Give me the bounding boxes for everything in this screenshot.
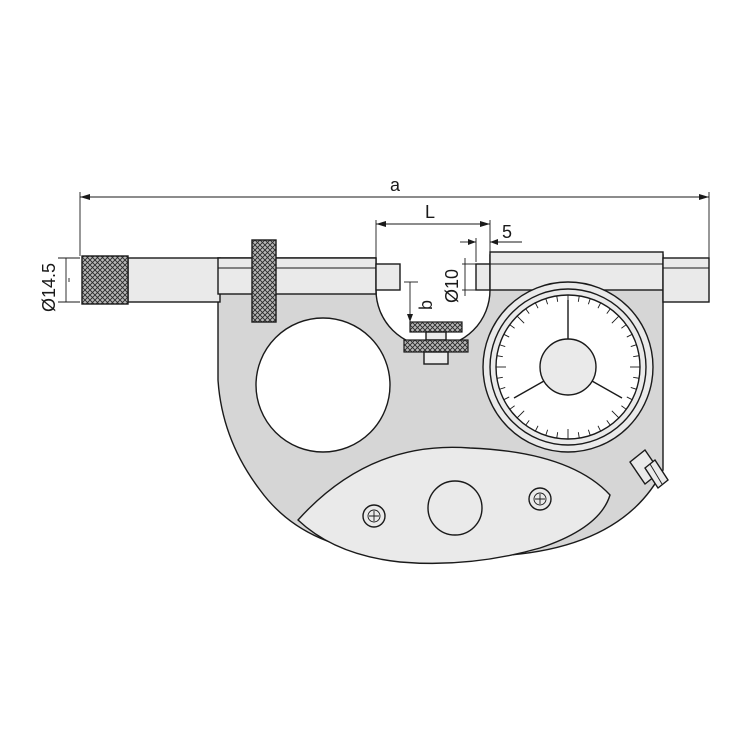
dimension-a-label: a [390,175,401,195]
spindle-bar [127,257,221,303]
dial-tick [545,429,549,436]
spindle-tip [375,263,401,291]
dial-ticks [496,295,640,439]
dimension-l-label: L [425,202,435,222]
depth-adjuster [403,321,469,365]
dial-tick [633,376,640,379]
dial-tick [499,386,506,390]
dimension-offset: 5 [460,222,522,262]
dial-tick [516,315,525,324]
dial-tick [509,324,515,329]
dial-tick [516,410,525,419]
dial-tick [630,386,637,390]
dial-tick [611,410,620,419]
dial-tick [525,308,530,314]
dial-tick [577,295,580,302]
dial-tick [626,333,633,338]
lock-ring [251,239,277,323]
anvil-tip [475,263,491,291]
release-button [629,448,669,490]
dial-tick [534,302,539,309]
dial-tick [556,432,559,439]
knurled-thimble [81,255,129,305]
phillips-screw-icon [362,504,386,528]
dimension-b-label: b [416,300,436,310]
dial-tick [577,432,580,439]
dial-tick [621,324,627,329]
dial-tick [534,425,539,432]
dial-tick [499,344,506,348]
dial-pointer-right [591,380,623,399]
dial-tick [606,308,611,314]
dimension-l: L [375,202,491,262]
dial-tick [626,396,633,401]
dial-tick [545,298,549,305]
dial-tick [630,344,637,348]
dimension-sleeve-diameter: Ø14.5 [39,257,80,312]
dial-hub [539,338,597,396]
dial-tick [556,295,559,302]
right-rod [662,257,710,303]
dial-tick [633,355,640,358]
dial-tick [606,420,611,426]
dial-tick [503,396,510,401]
dial-tick [525,420,530,426]
dial-tick [503,333,510,338]
dial-pointer-left [513,380,545,399]
phillips-screw-icon [528,487,552,511]
dimension-b: b [404,281,436,322]
center-plug [427,480,483,536]
dimension-anvil-diameter: Ø10 [442,258,476,303]
dial-ring [489,288,647,446]
dial-tick [587,298,591,305]
dimension-sleeve-diameter-label: Ø14.5 [39,263,59,312]
dial-tick [621,405,627,410]
dial-tick [509,405,515,410]
dimension-a: a [79,175,710,258]
dial-tick [496,376,503,379]
dial-tick [496,355,503,358]
dial-tick [587,429,591,436]
dimension-offset-label: 5 [502,222,512,242]
sleeve-tube [217,257,377,295]
dial-tick [611,315,620,324]
frame-window [255,317,391,453]
dimension-anvil-diameter-label: Ø10 [442,269,462,303]
dial-tick [597,302,602,309]
dial-tick [597,425,602,432]
